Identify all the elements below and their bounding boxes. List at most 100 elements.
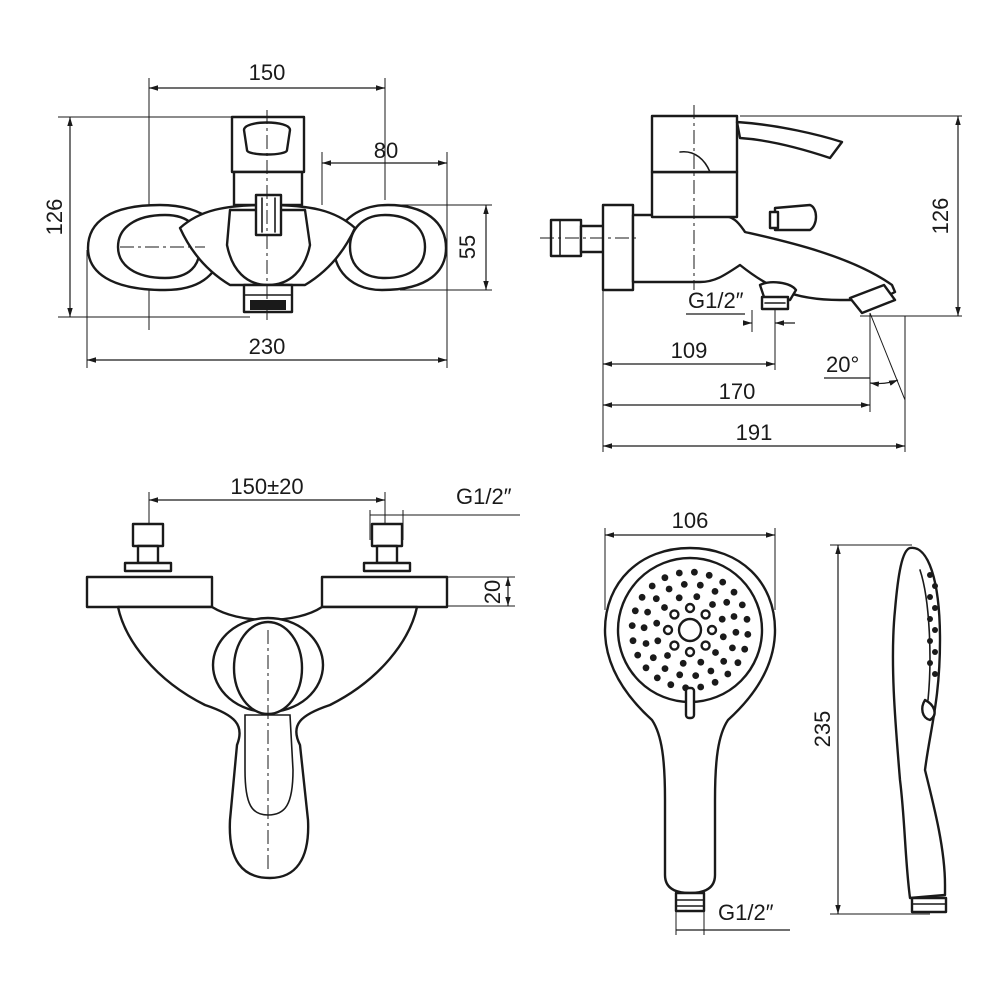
dim-150-label: 150: [249, 60, 286, 85]
dim-80-label: 80: [374, 138, 398, 163]
spray-hole: [676, 671, 684, 679]
spray-hole: [684, 646, 696, 658]
dim-235-label: 235: [810, 711, 835, 748]
spray-hole: [711, 588, 719, 595]
side-nozzle: [932, 671, 938, 677]
dim-170-label: 170: [719, 379, 756, 404]
spray-hole: [631, 607, 639, 615]
spray-hole: [679, 659, 687, 667]
spray-hole: [705, 571, 713, 579]
spray-hole: [675, 594, 683, 602]
spray-hole: [653, 619, 661, 627]
spray-hole: [697, 658, 705, 666]
spray-hole: [738, 601, 746, 609]
spray-hole: [732, 628, 740, 636]
spray-holes: [628, 568, 752, 692]
spray-hole: [661, 604, 668, 611]
spray-hole: [654, 637, 662, 645]
spray-hole: [700, 609, 711, 620]
spray-hole: [661, 574, 669, 582]
front-view: 150 126 80 55 230: [42, 60, 492, 368]
spray-hole: [700, 640, 711, 651]
spray-hole: [743, 615, 751, 623]
side-nozzle: [927, 638, 933, 644]
spray-hole: [648, 582, 656, 590]
side-nozzle: [927, 616, 933, 622]
top-thread-label: G1/2″: [456, 484, 512, 509]
spray-hole: [642, 640, 650, 647]
spray-hole: [730, 613, 738, 620]
dim-20-label: 20: [480, 580, 505, 604]
handshower-front-view: 106 G1/2″: [603, 508, 790, 935]
handshower-thread-label: G1/2″: [718, 900, 774, 925]
spray-hole: [634, 651, 642, 659]
spray-hole: [734, 659, 742, 667]
spray-hole: [711, 678, 719, 686]
mixer-side-body: [540, 105, 897, 315]
spray-hole: [712, 649, 719, 656]
spray-hole: [706, 624, 718, 636]
spray-hole: [640, 624, 648, 632]
spray-hole: [720, 657, 728, 665]
mixer-front-body: [86, 110, 448, 320]
side-nozzle: [932, 627, 938, 633]
dim-126-front-label: 126: [42, 199, 67, 236]
spray-hole: [665, 585, 673, 593]
dim-126-side-label: 126: [928, 198, 953, 235]
dim-150-20-label: 150±20: [230, 474, 303, 499]
spray-hole: [741, 645, 749, 653]
side-spray-nozzles: [927, 572, 938, 677]
spray-hole: [719, 578, 727, 586]
spray-hole: [662, 624, 674, 636]
spray-hole: [661, 665, 669, 672]
spray-hole: [707, 667, 715, 675]
dim-106-label: 106: [672, 508, 709, 533]
spray-hole: [696, 581, 704, 589]
spray-hole: [667, 681, 675, 689]
side-nozzle: [932, 583, 938, 589]
spray-hole: [644, 608, 651, 616]
spray-hole: [724, 670, 732, 678]
spray-hole: [649, 654, 657, 662]
handshower-side-body: [891, 546, 948, 914]
side-view: 126: [540, 105, 962, 452]
mixer-top-body: [85, 522, 449, 880]
spray-hole: [680, 581, 688, 588]
dim-109-label: 109: [671, 338, 708, 363]
spray-hole: [729, 644, 736, 652]
spray-hole: [628, 622, 636, 629]
spray-hole: [709, 601, 716, 608]
spray-hole: [652, 595, 660, 603]
angle-20-label: 20°: [826, 352, 859, 377]
handshower-front-body: [603, 546, 777, 913]
dim-55-label: 55: [455, 235, 480, 259]
spray-hole: [719, 633, 727, 641]
spray-hole: [684, 602, 696, 614]
spray-hole: [697, 683, 705, 691]
spray-hole: [642, 664, 650, 672]
spray-hole: [664, 652, 671, 659]
spray-hole: [730, 588, 738, 596]
spray-hole: [744, 631, 752, 638]
spray-hole: [691, 568, 698, 576]
spray-hole: [692, 672, 700, 679]
side-nozzle: [932, 649, 938, 655]
spray-hole: [718, 615, 726, 623]
spray-hole: [669, 640, 680, 651]
dim-230-label: 230: [249, 334, 286, 359]
spray-hole: [669, 609, 680, 620]
side-nozzle: [932, 605, 938, 611]
spray-hole: [653, 674, 661, 682]
handshower-side-view: 235: [810, 544, 948, 915]
dim-191-label: 191: [736, 420, 773, 445]
side-thread-label: G1/2″: [688, 288, 744, 313]
side-nozzle: [927, 660, 933, 666]
spray-hole: [693, 593, 701, 601]
spray-hole: [629, 637, 637, 645]
spray-hole: [675, 569, 683, 577]
side-nozzle: [927, 594, 933, 600]
spray-hole: [638, 593, 646, 601]
top-view: 150±20 G1/2″ 20: [85, 474, 520, 880]
